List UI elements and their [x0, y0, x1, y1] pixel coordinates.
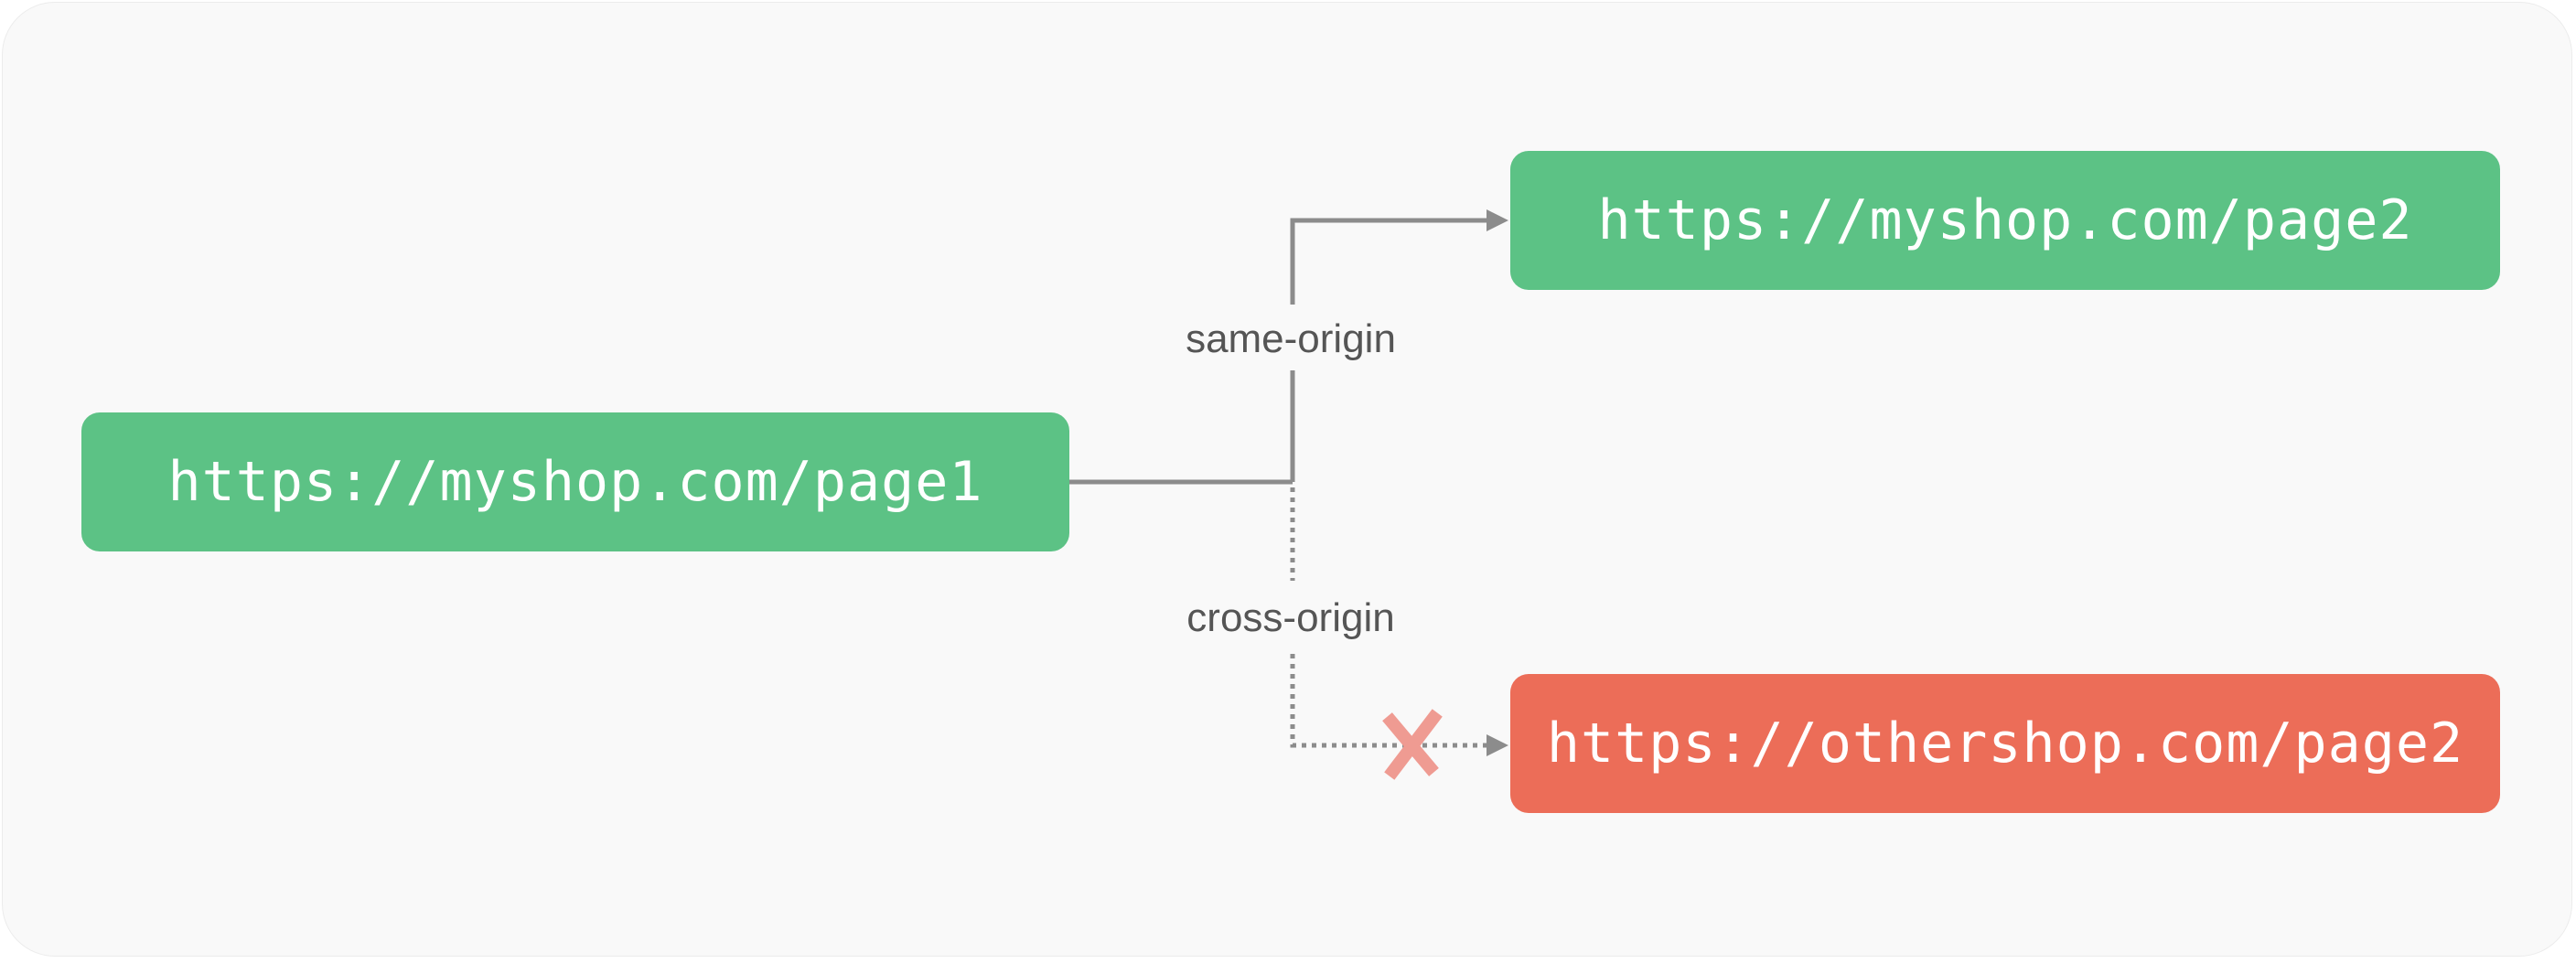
cross-origin-connector-line: [1290, 487, 1490, 748]
blocked-x-icon: [1382, 709, 1443, 780]
same-origin-label: same-origin: [1186, 316, 1396, 361]
cross-origin-label: cross-origin: [1186, 595, 1395, 640]
same-origin-url-node: https://myshop.com/page2: [1510, 151, 2500, 290]
same-origin-url-text: https://myshop.com/page2: [1597, 188, 2413, 252]
cross-origin-url-node: https://othershop.com/page2: [1510, 674, 2500, 813]
connector-lines: [1069, 209, 1508, 780]
source-url-text: https://myshop.com/page1: [167, 450, 983, 514]
cross-origin-url-text: https://othershop.com/page2: [1546, 712, 2464, 776]
cross-origin-arrowhead: [1487, 734, 1508, 756]
same-origin-arrowhead: [1487, 209, 1508, 231]
source-url-node: https://myshop.com/page1: [81, 412, 1069, 551]
same-origin-connector-line: [1290, 218, 1490, 482]
